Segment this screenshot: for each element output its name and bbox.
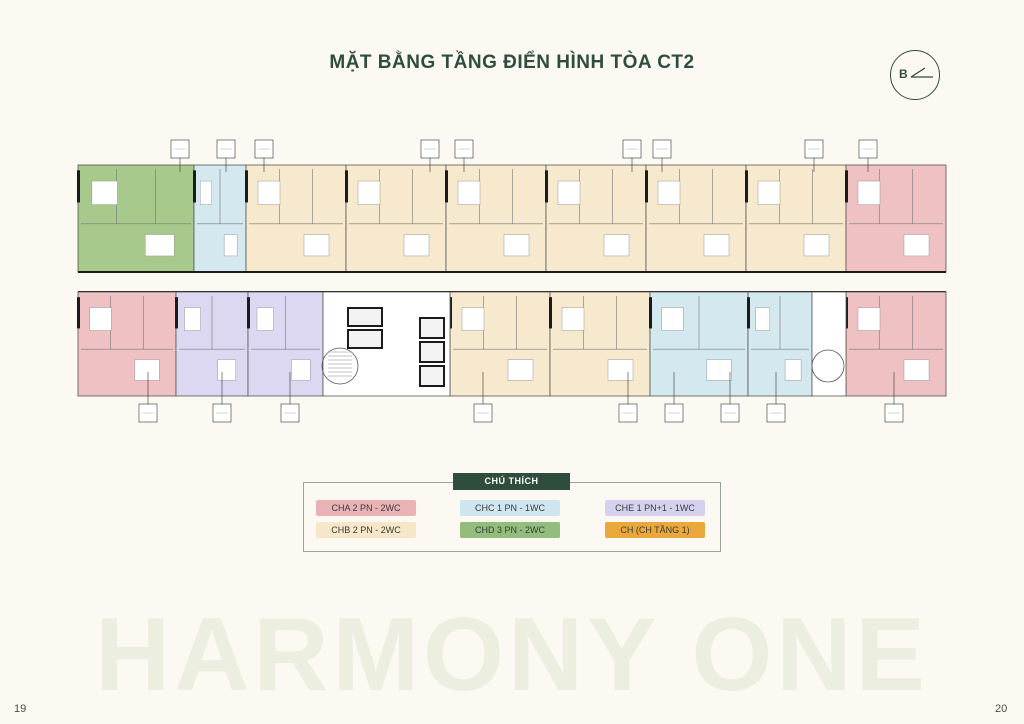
unit-chb-upper-3 — [445, 164, 547, 273]
legend-item-chc: CHC 1 PN - 1WC — [460, 500, 560, 516]
unit-tag-lower — [618, 372, 638, 423]
unit-chc-lower-1 — [649, 291, 749, 397]
page-number-left: 19 — [14, 703, 27, 715]
compass-letter: B — [899, 67, 908, 81]
unit-chb-upper-4 — [545, 164, 647, 273]
legend-item-ch: CH (CH TẦNG 1) — [605, 522, 705, 538]
unit-tag-lower — [720, 372, 740, 423]
unit-tag-lower — [280, 372, 300, 423]
unit-tag-upper — [804, 139, 824, 172]
unit-chb-upper-2 — [345, 164, 447, 273]
unit-tag-lower — [884, 372, 904, 423]
unit-tag-upper — [170, 139, 190, 172]
unit-tag-upper — [858, 139, 878, 172]
unit-tag-lower — [473, 372, 493, 423]
unit-tag-upper — [420, 139, 440, 172]
unit-cha-lower-left — [77, 291, 177, 397]
building-core — [321, 291, 451, 397]
page-title: MẶT BẰNG TẦNG ĐIỂN HÌNH TÒA CT2 — [329, 52, 695, 73]
unit-chb-upper-6 — [745, 164, 847, 273]
building-core-right — [811, 291, 847, 397]
unit-chc-upper — [193, 164, 247, 273]
legend-box — [303, 482, 721, 552]
compass: B — [890, 50, 940, 100]
unit-tags — [138, 139, 904, 423]
floor-plan-lower-row — [77, 291, 947, 397]
unit-chb-lower-2 — [549, 291, 651, 397]
unit-tag-upper — [622, 139, 642, 172]
legend-title: CHÚ THÍCH — [453, 473, 570, 490]
unit-che-lower-1 — [175, 291, 249, 397]
page-number-right: 20 — [995, 703, 1008, 715]
unit-tag-upper — [216, 139, 236, 172]
unit-tag-upper — [454, 139, 474, 172]
legend-item-chd: CHD 3 PN - 2WC — [460, 522, 560, 538]
unit-chd-upper — [77, 164, 195, 273]
unit-chb-upper-5 — [645, 164, 747, 273]
compass-arrow-icon — [910, 67, 933, 78]
unit-cha-upper — [845, 164, 947, 273]
unit-tag-lower — [212, 372, 232, 423]
unit-tag-lower — [664, 372, 684, 423]
unit-tag-upper — [652, 139, 672, 172]
unit-chb-upper-1 — [245, 164, 347, 273]
unit-tag-lower — [766, 372, 786, 423]
legend-item-cha: CHA 2 PN - 2WC — [316, 500, 416, 516]
legend-item-chb: CHB 2 PN - 2WC — [316, 522, 416, 538]
unit-tag-lower — [138, 372, 158, 423]
brand-watermark: HARMONY ONE — [95, 597, 929, 713]
unit-cha-lower-right — [845, 291, 947, 397]
unit-che-lower-2 — [247, 291, 324, 397]
legend-item-che: CHE 1 PN+1 - 1WC — [605, 500, 705, 516]
unit-chc-lower-2 — [747, 291, 813, 397]
unit-chb-lower-1 — [449, 291, 551, 397]
unit-tag-upper — [254, 139, 274, 172]
floor-plan-upper-row — [77, 164, 947, 293]
